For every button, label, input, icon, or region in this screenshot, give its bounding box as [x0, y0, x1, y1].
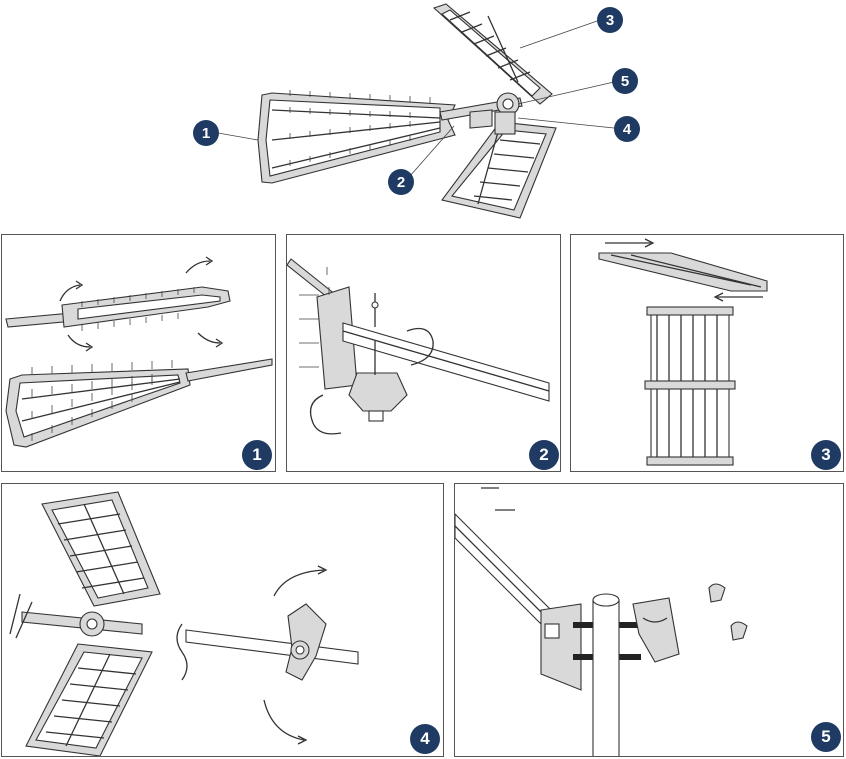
step-3-drawing: [598, 238, 768, 466]
step-1-drawing: [5, 256, 273, 448]
callout-badge-3: 3: [597, 7, 623, 33]
callout-badge-2: 2: [388, 169, 414, 195]
step-badge-3: 3: [811, 440, 841, 470]
callout-badge-4: 4: [614, 116, 640, 142]
step-4-panel: 4: [1, 483, 444, 757]
step-2-drawing: [287, 258, 550, 435]
step-1-panel: 1: [1, 234, 276, 472]
callout-badge-5: 5: [612, 68, 638, 94]
step-badge-2: 2: [529, 440, 559, 470]
step-2-panel: 2: [286, 234, 561, 472]
step-5-panel: 5: [454, 483, 844, 757]
step-5-drawing: [455, 487, 748, 756]
callout-badge-1: 1: [193, 120, 219, 146]
step-badge-4: 4: [410, 724, 440, 754]
step-badge-1: 1: [242, 440, 272, 470]
step-3-panel: 3: [570, 234, 844, 472]
step-4-drawing: [9, 491, 359, 756]
assembled-antenna-drawing: [217, 3, 615, 219]
step-badge-5: 5: [811, 722, 841, 752]
overview-diagram: 1 2 3 5 4: [0, 0, 846, 228]
